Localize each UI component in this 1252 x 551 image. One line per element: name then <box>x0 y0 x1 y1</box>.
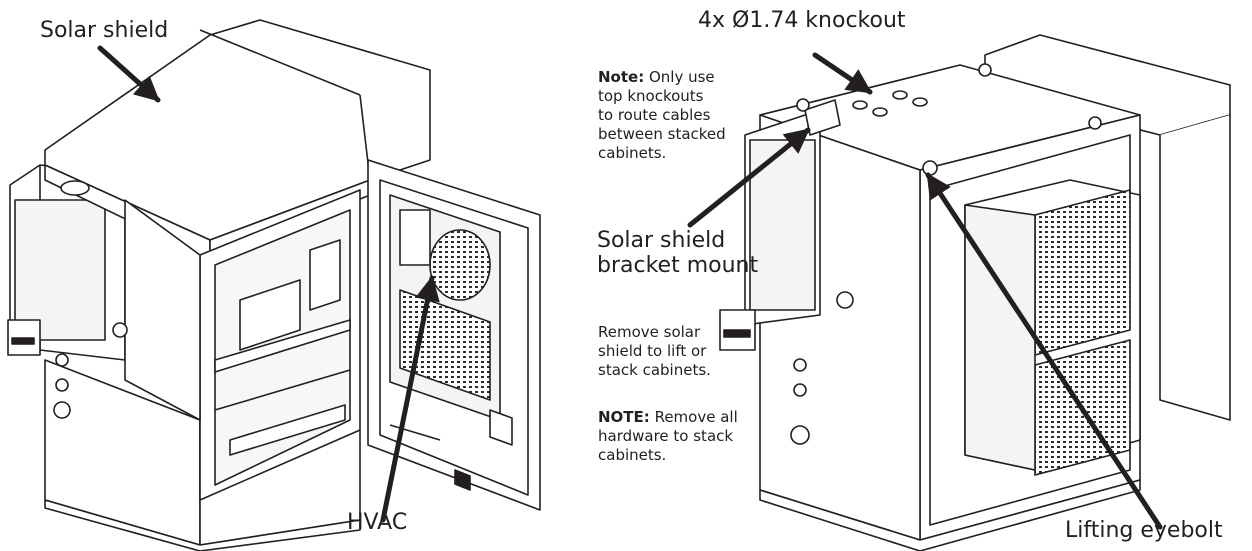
left-side-panel <box>14 199 106 341</box>
label-hvac: HVAC <box>347 510 408 535</box>
note-line: shield to lift or <box>598 342 707 360</box>
left-cabinet <box>7 19 541 551</box>
note-top-knockouts: Note: Only use top knockouts to route ca… <box>598 68 726 163</box>
note-line: top knockouts <box>598 87 704 105</box>
label-knockout: 4x Ø1.74 knockout <box>698 8 906 33</box>
note-line: hardware to stack <box>598 427 734 445</box>
label-bracket-mount-line2: bracket mount <box>597 253 759 279</box>
note-prefix: Note: <box>598 68 645 86</box>
label-bracket-mount: Solar shield bracket mount <box>597 228 758 279</box>
label-solar-shield: Solar shield <box>40 18 169 43</box>
callout-arrows <box>97 45 1163 530</box>
note-line: cabinets. <box>598 446 667 464</box>
note-line: between stacked <box>598 125 726 143</box>
note-line: to route cables <box>598 106 711 124</box>
note-line: Remove solar <box>598 323 701 341</box>
note-remove-shield: Remove solar shield to lift or stack cab… <box>598 323 711 380</box>
note-line: stack cabinets. <box>598 361 711 379</box>
label-lifting-eyebolt: Lifting eyebolt <box>1065 518 1223 543</box>
note-remove-hardware: NOTE: Remove all hardware to stack cabin… <box>598 408 738 465</box>
arrow-solar-shield <box>97 45 161 103</box>
note-line: cabinets. <box>598 144 667 162</box>
right-cabinet <box>719 34 1231 551</box>
note-line: Only use <box>648 68 715 86</box>
arrow-knockout <box>812 52 873 95</box>
label-bracket-mount-line1: Solar shield <box>597 228 726 253</box>
arrow-hvac <box>380 275 440 523</box>
note-line: Remove all <box>654 408 738 426</box>
arrow-lifting-eyebolt <box>925 172 1163 530</box>
arrow-bracket-mount <box>687 127 811 228</box>
note-prefix: NOTE: <box>598 408 650 426</box>
